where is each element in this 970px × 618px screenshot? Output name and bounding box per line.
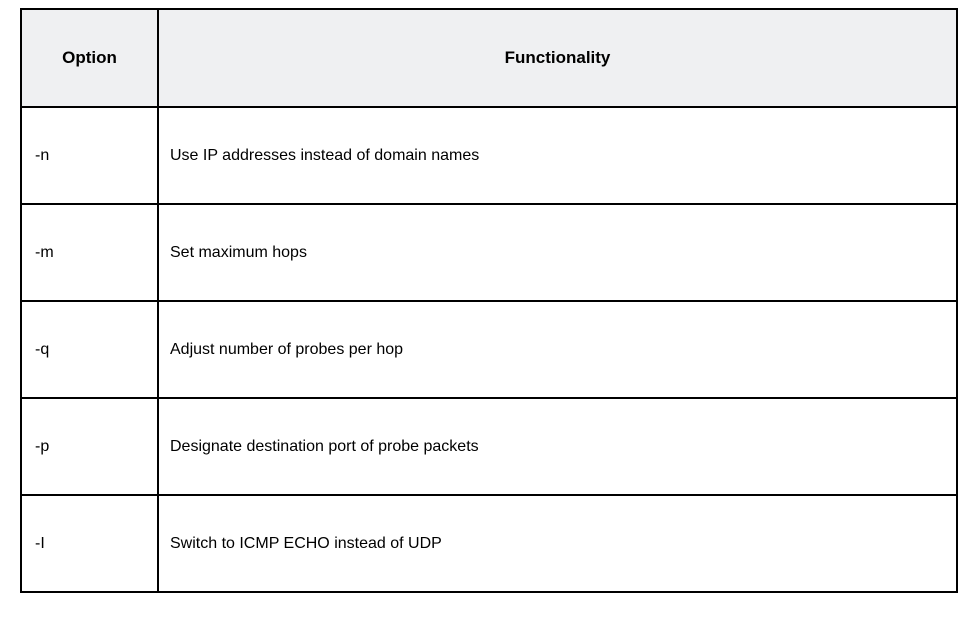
header-row: Option Functionality [20, 8, 958, 108]
option-cell: -m [20, 203, 159, 302]
functionality-cell: Designate destination port of probe pack… [157, 397, 958, 496]
column-header-functionality: Functionality [157, 8, 958, 108]
functionality-cell: Adjust number of probes per hop [157, 300, 958, 399]
table-row: -p Designate destination port of probe p… [20, 397, 958, 496]
options-table: Option Functionality -n Use IP addresses… [20, 8, 958, 593]
option-cell: -q [20, 300, 159, 399]
column-header-option: Option [20, 8, 159, 108]
functionality-cell: Switch to ICMP ECHO instead of UDP [157, 494, 958, 593]
table-row: -I Switch to ICMP ECHO instead of UDP [20, 494, 958, 593]
functionality-cell: Set maximum hops [157, 203, 958, 302]
table-row: -m Set maximum hops [20, 203, 958, 302]
table-row: -q Adjust number of probes per hop [20, 300, 958, 399]
option-cell: -n [20, 106, 159, 205]
table-row: -n Use IP addresses instead of domain na… [20, 106, 958, 205]
option-cell: -I [20, 494, 159, 593]
functionality-cell: Use IP addresses instead of domain names [157, 106, 958, 205]
option-cell: -p [20, 397, 159, 496]
